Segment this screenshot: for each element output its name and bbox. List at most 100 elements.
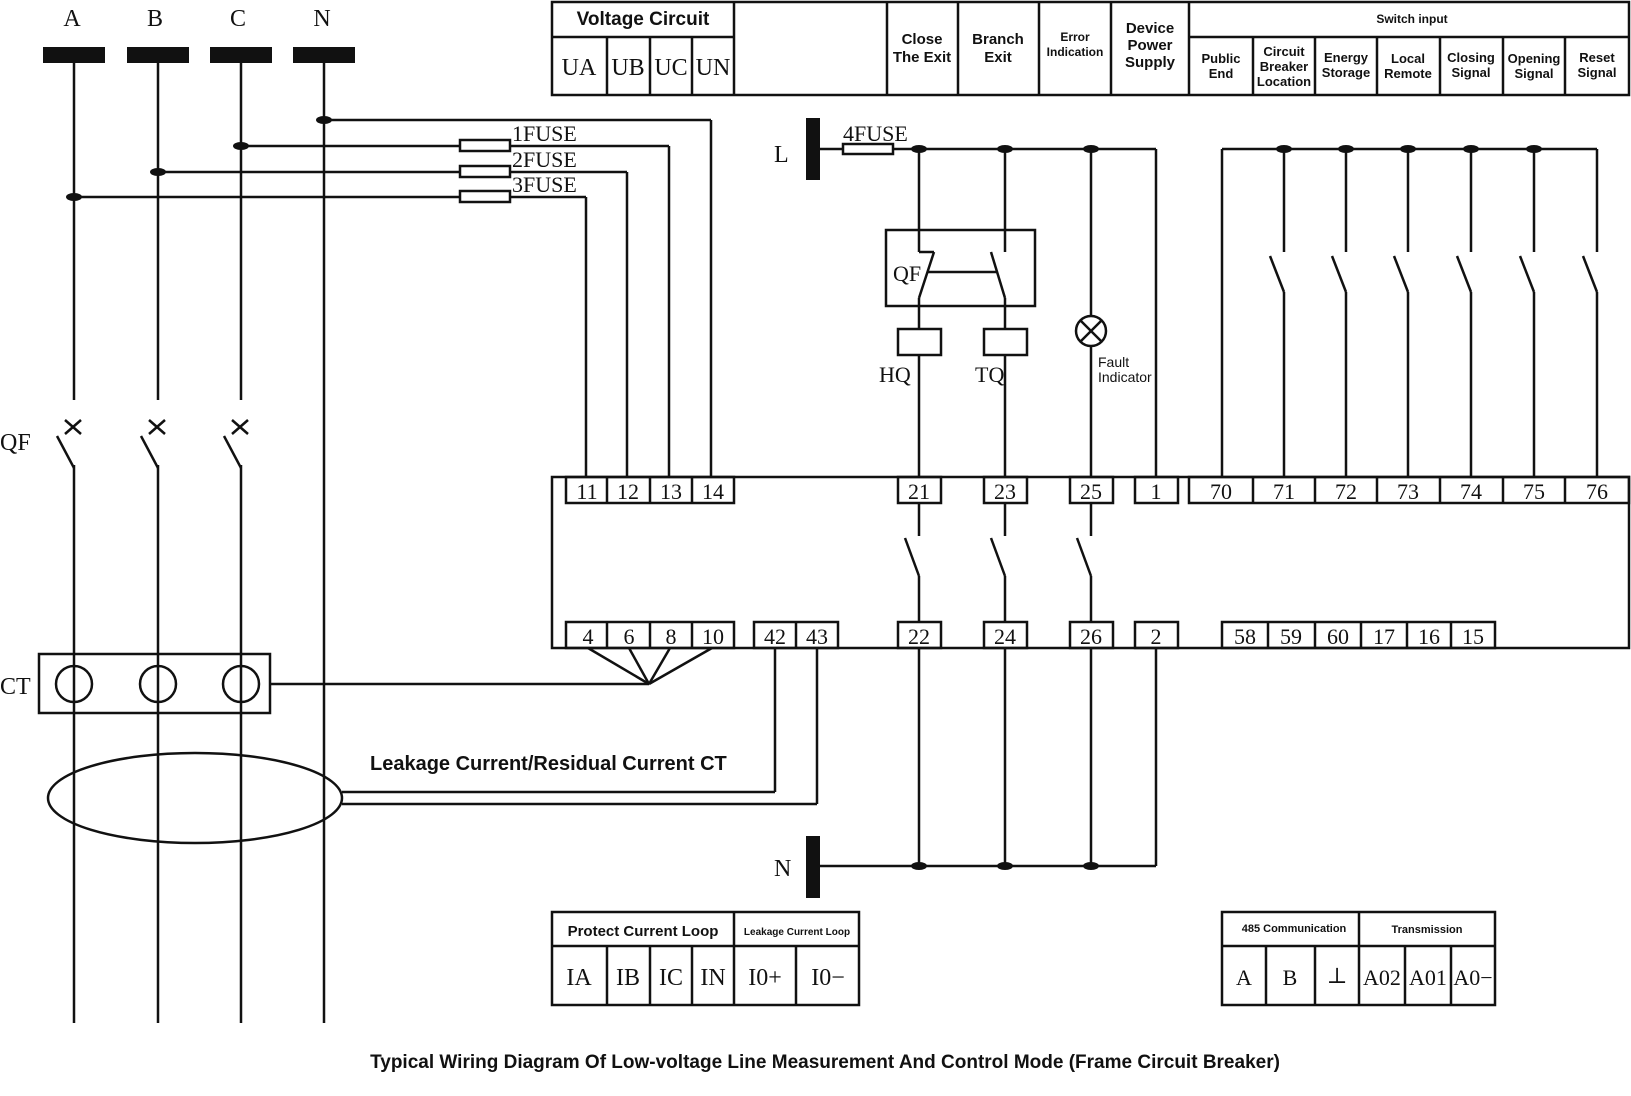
cell-ib: IB <box>616 965 640 991</box>
voltage-cell-ub: UB <box>611 55 644 81</box>
output-relay-contacts <box>903 503 1093 622</box>
terminal-42: 42 <box>764 624 786 649</box>
switch-contact-76 <box>1581 149 1599 477</box>
fuse-3 <box>458 189 512 204</box>
control-supply: L 4FUSE QF HQ TQ Fault Indicator <box>774 118 1158 477</box>
switch-cb-location-3: Location <box>1257 74 1311 89</box>
terminal-15: 15 <box>1462 624 1484 649</box>
terminal-17: 17 <box>1373 624 1395 649</box>
device-block: 11 12 13 14 21 23 25 1 70 71 72 73 74 75… <box>550 475 1631 650</box>
communication-table: 485 Communication Transmission A B ⊥ A02… <box>1220 910 1497 1007</box>
switch-input-contacts <box>1220 145 1599 477</box>
bottom-terminal-strip: 4 6 8 10 42 43 22 24 26 2 58 59 60 17 16… <box>564 620 1497 650</box>
voltage-cell-uc: UC <box>654 55 687 81</box>
phase-c-label: C <box>230 6 246 32</box>
terminal-22: 22 <box>908 624 930 649</box>
fuse-2-label: 2FUSE <box>512 147 577 172</box>
bus-bar-n <box>293 47 355 63</box>
voltage-cell-ua: UA <box>562 55 597 81</box>
ct-label: CT <box>0 674 31 700</box>
terminal-16: 16 <box>1418 624 1440 649</box>
hq-label: HQ <box>879 362 911 387</box>
switch-closing-signal-2: Signal <box>1451 65 1490 80</box>
terminal-1: 1 <box>1151 479 1162 504</box>
leakage-ct: Leakage Current/Residual Current CT <box>46 648 819 845</box>
switch-energy-storage-2: Storage <box>1322 65 1370 80</box>
switch-opening-signal-2: Signal <box>1514 66 1553 81</box>
terminal-74: 74 <box>1460 479 1482 504</box>
switch-input-title: Switch input <box>1376 12 1447 26</box>
switch-contact-71 <box>1268 145 1292 477</box>
voltage-taps: 1FUSE 2FUSE 3FUSE <box>66 116 713 477</box>
device-power-line2: Power <box>1127 37 1172 54</box>
cell-i0-minus: I0− <box>811 965 845 991</box>
top-terminal-strip: 11 12 13 14 21 23 25 1 70 71 72 73 74 75… <box>564 475 1631 505</box>
cell-ground: ⊥ <box>1327 963 1348 988</box>
close-exit-line1: Close <box>902 31 943 48</box>
terminal-21: 21 <box>908 479 930 504</box>
device-power-line1: Device <box>1126 20 1174 37</box>
protect-current-title: Protect Current Loop <box>568 923 719 940</box>
terminal-8: 8 <box>666 624 677 649</box>
switch-cb-location-2: Breaker <box>1260 59 1308 74</box>
terminal-75: 75 <box>1523 479 1545 504</box>
branch-exit-line1: Branch <box>972 31 1024 48</box>
leakage-ct-label: Leakage Current/Residual Current CT <box>370 753 727 775</box>
terminal-43: 43 <box>806 624 828 649</box>
close-exit-line2: The Exit <box>893 49 951 66</box>
fuse-3-label: 3FUSE <box>512 172 577 197</box>
hq-coil <box>896 327 943 357</box>
switch-contact-72 <box>1330 145 1354 477</box>
n-bus-bar <box>806 836 820 898</box>
tq-coil <box>982 327 1029 357</box>
terminal-72: 72 <box>1335 479 1357 504</box>
error-indication-line1: Error <box>1060 30 1090 44</box>
bus-bar-b <box>127 47 189 63</box>
switch-contact-75 <box>1518 145 1542 477</box>
terminal-59: 59 <box>1280 624 1302 649</box>
terminal-23: 23 <box>994 479 1016 504</box>
terminal-2: 2 <box>1151 624 1162 649</box>
switch-contact-73 <box>1392 145 1416 477</box>
phase-n-label: N <box>313 6 330 32</box>
cell-i0-plus: I0+ <box>748 965 782 991</box>
terminal-76: 76 <box>1586 479 1608 504</box>
fuse-1-label: 1FUSE <box>512 121 577 146</box>
error-indication-line2: Indication <box>1047 45 1104 59</box>
switch-cb-location-1: Circuit <box>1263 44 1305 59</box>
switch-local-remote-1: Local <box>1391 51 1425 66</box>
terminal-24: 24 <box>994 624 1016 649</box>
cell-in: IN <box>700 965 725 991</box>
phase-a-label: A <box>63 6 81 32</box>
device-power-line3: Supply <box>1125 54 1176 71</box>
voltage-cell-un: UN <box>696 55 731 81</box>
terminal-73: 73 <box>1397 479 1419 504</box>
terminal-70: 70 <box>1210 479 1232 504</box>
l-label: L <box>774 142 789 168</box>
terminal-12: 12 <box>617 479 639 504</box>
fuse-1 <box>458 138 512 153</box>
fuse-2 <box>458 164 512 179</box>
ct-block: CT <box>0 646 713 715</box>
terminal-4: 4 <box>583 624 594 649</box>
diagram-caption: Typical Wiring Diagram Of Low-voltage Li… <box>370 1052 1280 1073</box>
switch-opening-signal-1: Opening <box>1508 51 1561 66</box>
terminal-60: 60 <box>1327 624 1349 649</box>
neutral-return: N <box>774 648 1158 898</box>
bus-bar-c <box>210 47 272 63</box>
switch-local-remote-2: Remote <box>1384 66 1432 81</box>
qf-main-switch: QF <box>0 419 249 469</box>
switch-reset-signal-2: Signal <box>1577 65 1616 80</box>
header-table: Voltage Circuit UA UB UC UN Close The Ex… <box>550 0 1631 97</box>
fuse-4-label: 4FUSE <box>843 121 908 146</box>
terminal-13: 13 <box>660 479 682 504</box>
switch-energy-storage-1: Energy <box>1324 50 1369 65</box>
voltage-circuit-title: Voltage Circuit <box>577 9 710 30</box>
cell-a01: A01 <box>1409 965 1447 990</box>
fault-indicator-label-1: Fault <box>1098 354 1129 370</box>
fault-indicator-label-2: Indicator <box>1098 369 1152 385</box>
cell-a02: A02 <box>1363 965 1401 990</box>
terminal-71: 71 <box>1273 479 1295 504</box>
terminal-58: 58 <box>1234 624 1256 649</box>
terminal-26: 26 <box>1080 624 1102 649</box>
